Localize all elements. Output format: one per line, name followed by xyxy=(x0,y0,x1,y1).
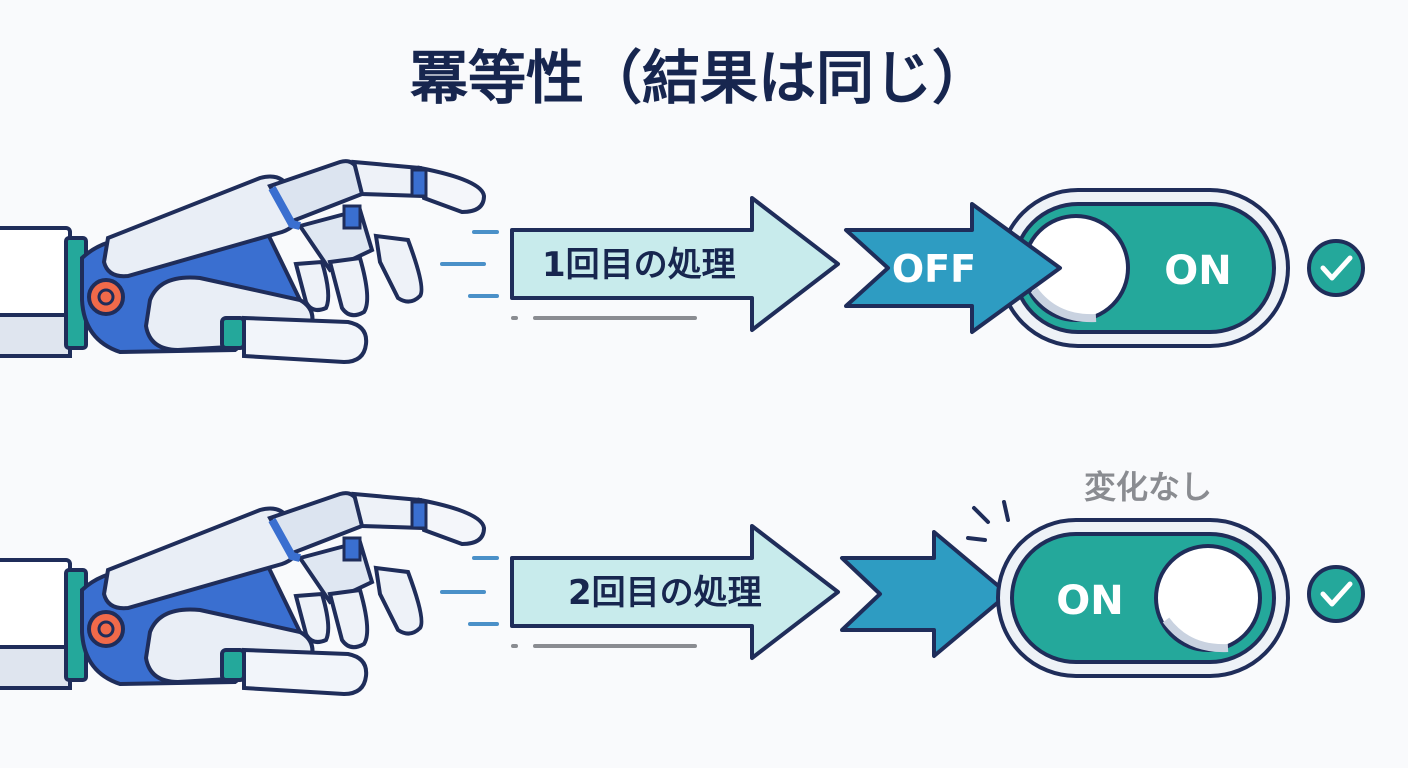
impact-lines-icon xyxy=(966,500,1010,542)
robot-hand-icon xyxy=(0,161,484,362)
step-label: 1回目の処理 xyxy=(542,245,736,285)
step-label: 2回目の処理 xyxy=(568,573,762,613)
process-arrow xyxy=(510,196,840,332)
switch-on-text: ON xyxy=(1164,248,1231,294)
check-circle-icon xyxy=(1307,565,1365,623)
motion-lines-icon xyxy=(440,556,697,648)
motion-lines-icon xyxy=(440,230,697,320)
robot-hand-icon xyxy=(0,493,484,694)
state-change-arrow xyxy=(840,530,1010,658)
state-change-arrow xyxy=(844,202,1062,334)
step-row-2: 2回目の処理 変化なし ON xyxy=(0,468,1365,694)
step-row-1: 1回目の処理 ON OFF xyxy=(0,161,1365,362)
page-title: 冪等性（結果は同じ） xyxy=(410,44,990,112)
toggle-switch-icon xyxy=(996,518,1290,678)
switch-on-text: ON xyxy=(1056,578,1123,624)
no-change-note: 変化なし xyxy=(1084,468,1212,506)
check-circle-icon xyxy=(1307,239,1365,297)
process-arrow xyxy=(510,524,840,660)
switch-off-text: OFF xyxy=(892,247,976,291)
